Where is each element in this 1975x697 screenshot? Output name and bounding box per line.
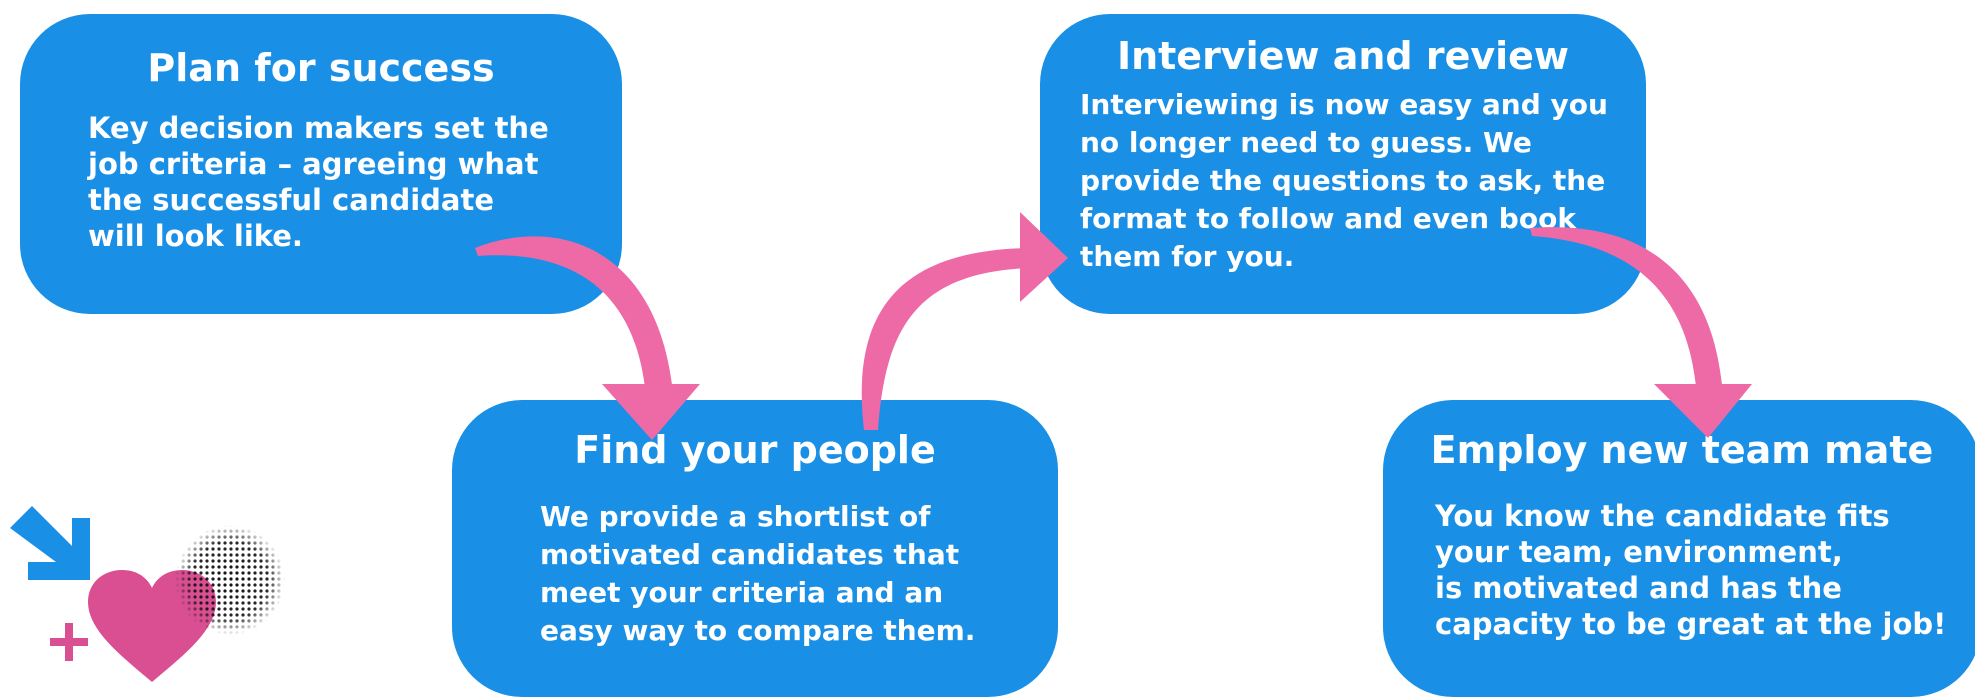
step-card-employ: Employ new team mate You know the candid…: [1383, 400, 1975, 697]
decorative-logo: [10, 506, 290, 682]
step-title: Find your people: [574, 428, 936, 472]
halftone-circle-icon: [170, 520, 290, 640]
step-description: You know the candidate fits your team, e…: [1435, 499, 1947, 641]
step-description: We provide a shortlist of motivated cand…: [540, 500, 976, 647]
flow-arrow-find-to-interview: [861, 212, 1068, 430]
step-title: Interview and review: [1116, 34, 1570, 78]
step-card-interview: Interview and review Interviewing is now…: [1040, 14, 1646, 314]
step-description: Key decision makers set the job criteria…: [88, 111, 549, 253]
plus-icon: [50, 623, 88, 661]
step-title: Plan for success: [147, 46, 495, 90]
arrow-down-right-icon: [10, 506, 90, 580]
flow-arrow-plan-to-find: [475, 236, 700, 440]
flow-arrow-interview-to-employ: [1530, 227, 1752, 438]
step-description: Interviewing is now easy and you no long…: [1080, 88, 1608, 273]
step-title: Employ new team mate: [1430, 428, 1934, 472]
step-card-find: Find your people We provide a shortlist …: [452, 400, 1058, 697]
step-card-plan: Plan for success Key decision makers set…: [20, 14, 622, 314]
